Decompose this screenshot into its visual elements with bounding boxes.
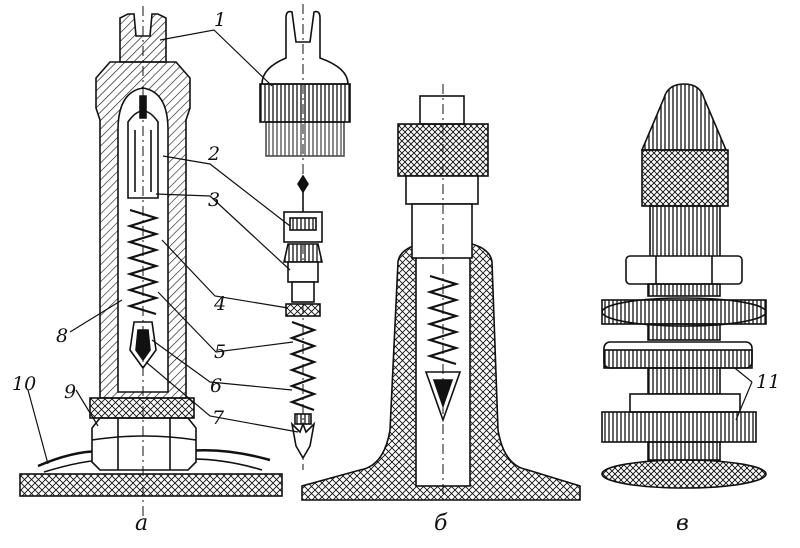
exploded-parts bbox=[259, 4, 351, 470]
callout-1: 1 bbox=[214, 9, 226, 31]
callout-8: 8 bbox=[56, 325, 68, 347]
caption-v: в bbox=[676, 511, 689, 536]
callout-9: 9 bbox=[64, 381, 76, 403]
callout-11: 11 bbox=[756, 371, 780, 393]
caption-a: а bbox=[135, 511, 148, 536]
callout-7: 7 bbox=[212, 407, 225, 429]
panel-b-rubber-base bbox=[301, 84, 581, 501]
panel-captions: а б в bbox=[135, 511, 689, 536]
callout-10: 10 bbox=[12, 373, 36, 395]
cap-1 bbox=[261, 10, 349, 85]
callout-4: 4 bbox=[213, 293, 226, 315]
nut-9 bbox=[91, 417, 197, 471]
callout-5: 5 bbox=[214, 341, 226, 363]
spring-exploded bbox=[288, 320, 318, 412]
callout-2: 2 bbox=[207, 143, 220, 165]
panel-c-metal-valve bbox=[601, 83, 767, 489]
washer-11-bottom bbox=[601, 459, 767, 489]
callout-3: 3 bbox=[208, 189, 220, 211]
callout-numbers: 1 2 3 4 5 6 7 8 9 10 11 bbox=[12, 9, 780, 429]
caption-b: б bbox=[434, 511, 448, 536]
panel-a-valve-section bbox=[19, 6, 283, 520]
callout-6: 6 bbox=[210, 375, 222, 397]
tyre-base-strip bbox=[19, 473, 283, 497]
